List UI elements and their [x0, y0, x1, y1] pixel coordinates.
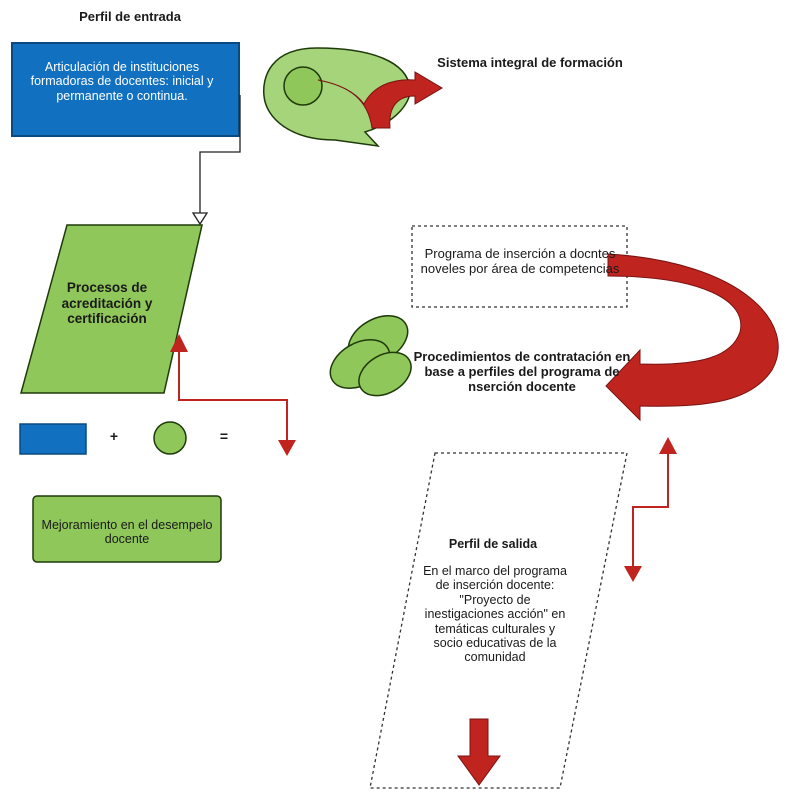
red-connector-right [632, 447, 669, 570]
red-arrowhead-up-right [659, 437, 677, 454]
green-parallelogram [20, 224, 203, 394]
green-blob-ellipse-3 [358, 351, 412, 397]
procedures-label: Procedimientos de contratación en base a… [413, 349, 631, 394]
connector-arrowhead [191, 212, 209, 226]
plus-symbol: + [109, 428, 119, 444]
red-connector-left [178, 345, 288, 445]
blue-box [11, 42, 240, 137]
blue-box-label: Articulación de instituciones formadoras… [30, 60, 214, 103]
exit-profile-title: Perfil de salida [448, 537, 538, 551]
improvement-box [32, 495, 222, 563]
program-box [411, 225, 628, 308]
red-arrowhead-up-left [170, 334, 188, 352]
exit-parallelogram [369, 452, 628, 789]
process-label: Procesos de acreditación y certificación [61, 280, 153, 327]
system-title: Sistema integral de formación [437, 55, 623, 70]
red-arrowhead-down-left [278, 440, 296, 456]
curved-red-arrow-small [317, 71, 443, 129]
improvement-label: Mejoramiento en el desempelo docente [41, 518, 213, 547]
red-arrowhead-down-right [624, 566, 642, 582]
connector-line [199, 95, 241, 213]
bubble-circle [283, 66, 323, 106]
equals-symbol: = [219, 428, 229, 444]
legend-blue-rect [19, 423, 87, 455]
down-arrow-large [457, 718, 501, 786]
curved-red-arrow-large [605, 253, 779, 422]
entry-profile-title: Perfil de entrada [79, 9, 181, 24]
legend-green-circle [153, 421, 187, 455]
exit-profile-text: En el marco del programa de inserción do… [423, 564, 567, 665]
program-label: Programa de inserción a docntes noveles … [420, 246, 620, 276]
